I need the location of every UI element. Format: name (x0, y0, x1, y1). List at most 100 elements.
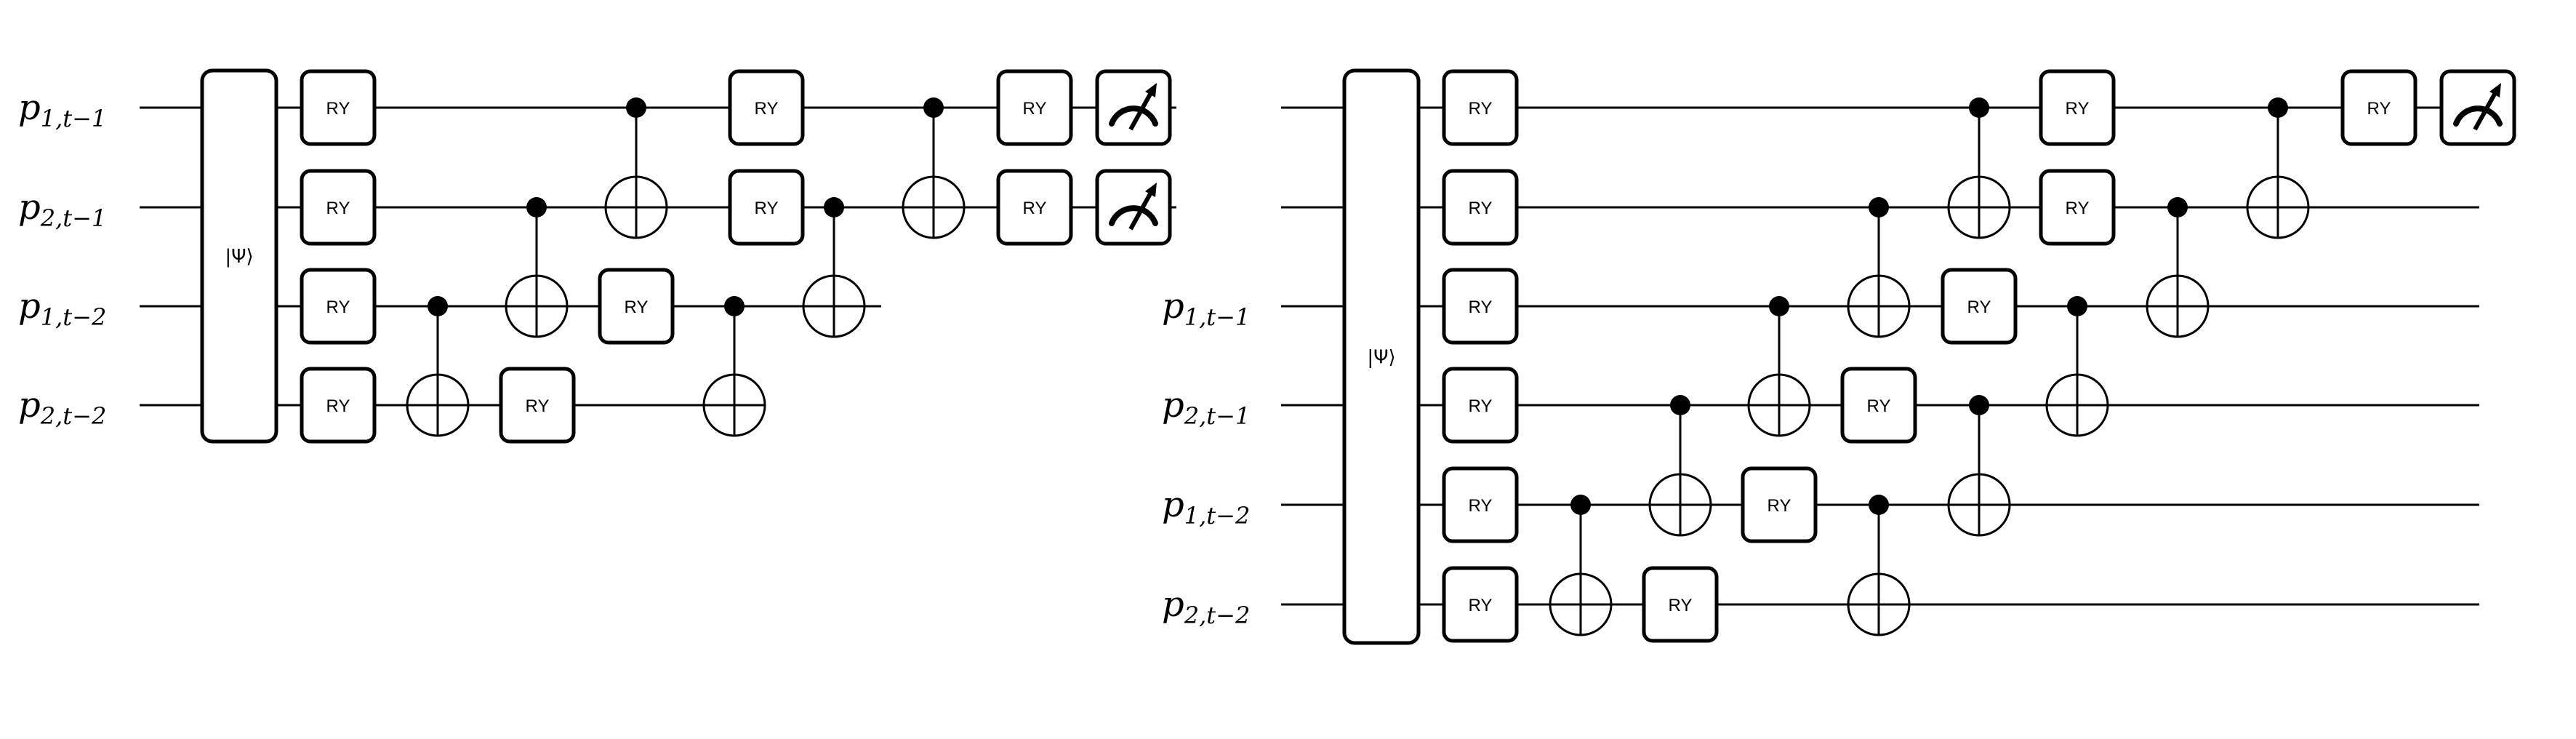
cnot-gate (1947, 97, 2011, 239)
ry-gate-box (499, 367, 576, 444)
ry-gate-box (1442, 566, 1519, 643)
ry-gate-box (1840, 367, 1917, 444)
ry-gate-label: RY (1469, 297, 1493, 317)
control-dot (2268, 97, 2288, 118)
ry-gate-label: RY (755, 199, 779, 218)
cnot-gate (702, 296, 766, 437)
control-dot (1670, 395, 1690, 415)
state-prep-box (200, 68, 278, 444)
ry-gate: RY (1442, 566, 1519, 643)
ry-gate-box (300, 169, 377, 246)
ry-gate: RY (2039, 69, 2116, 146)
ry-gate: RY (996, 169, 1073, 246)
state-prep-block: |Ψ⟩ (200, 68, 278, 444)
ry-gate-label: RY (1669, 596, 1693, 615)
ry-gate-box (1642, 566, 1719, 643)
control-dot (724, 296, 745, 316)
ry-gate-label: RY (326, 99, 350, 119)
circuit-left: p1,t−1 p2,t−1 p1,t−2 p2,t−2 |Ψ⟩ RY RY RY RY RY RY R… (18, 68, 1176, 444)
ry-gate: RY (1442, 466, 1519, 543)
ry-gate-label: RY (1967, 297, 1991, 317)
ry-gate: RY (1442, 169, 1519, 246)
cnot-gate (2246, 97, 2310, 239)
ry-gate-label: RY (625, 297, 649, 317)
ry-gate-box (1941, 268, 2018, 345)
ry-gate-label: RY (755, 99, 779, 119)
state-prep-block: |Ψ⟩ (1342, 68, 1421, 645)
wire-label: p1,t−1 (18, 87, 106, 132)
meter-needle-icon (1128, 188, 1155, 231)
cnot-gate (505, 197, 569, 338)
cnot-gate (1648, 395, 1712, 537)
ry-gate-label: RY (1768, 496, 1791, 516)
meter-arrow-icon (2489, 83, 2501, 97)
ry-gate-label: RY (326, 297, 350, 317)
cnot-gate (1847, 197, 1911, 338)
ry-gate-box (300, 69, 377, 146)
ry-gate: RY (1941, 268, 2018, 345)
meter-needle-icon (1128, 89, 1155, 131)
ry-gate: RY (728, 169, 805, 246)
ry-gate-label: RY (326, 396, 350, 416)
wire-label: p1,t−2 (18, 286, 106, 331)
ry-gate-label: RY (1469, 396, 1493, 416)
measurement-gate (1095, 69, 1172, 146)
ry-gate-box (728, 69, 805, 146)
state-prep-label: |Ψ⟩ (1367, 347, 1395, 369)
ry-gate-box (996, 169, 1073, 246)
ry-gate: RY (728, 69, 805, 146)
meter-arrow-icon (1145, 183, 1157, 197)
ry-gate-label: RY (1469, 496, 1493, 516)
control-dot (1869, 495, 1889, 515)
ry-gate-label: RY (1867, 396, 1891, 416)
ry-gate-label: RY (526, 396, 550, 416)
ry-gate: RY (300, 69, 377, 146)
ry-gate: RY (1442, 268, 1519, 345)
cnot-gate (406, 296, 470, 437)
ry-gate-box (728, 169, 805, 246)
control-dot (626, 97, 646, 118)
ry-gate-label: RY (2066, 199, 2090, 218)
ry-gate: RY (300, 169, 377, 246)
ry-gate: RY (598, 268, 675, 345)
control-dot (2067, 296, 2087, 316)
wire-label: p2,t−1 (1162, 385, 1250, 430)
ry-gate: RY (1442, 69, 1519, 146)
ry-gate-box (1442, 367, 1519, 444)
control-dot (526, 197, 547, 217)
ry-gate: RY (300, 268, 377, 345)
wire-label: p1,t−2 (1162, 484, 1250, 530)
ry-gate-box (300, 268, 377, 345)
cnot-gate (2146, 197, 2210, 338)
cnot-gate (802, 197, 866, 338)
ry-gate-label: RY (1469, 99, 1493, 119)
ry-gate: RY (499, 367, 576, 444)
measurement-gate (2439, 69, 2516, 146)
control-dot (1570, 495, 1591, 515)
cnot-gate (902, 97, 966, 239)
ry-gate-label: RY (326, 199, 350, 218)
state-prep-box (1342, 68, 1421, 645)
ry-gate: RY (300, 367, 377, 444)
control-dot (923, 97, 944, 118)
wire-label: p2,t−1 (18, 187, 106, 232)
ry-gate-box (2039, 169, 2116, 246)
ry-gate-box (300, 367, 377, 444)
ry-gate-box (598, 268, 675, 345)
ry-gate-label: RY (1023, 199, 1047, 218)
meter-arc-icon (1109, 105, 1158, 127)
control-dot (1769, 296, 1789, 316)
wire-label: p2,t−2 (18, 385, 106, 430)
ry-gate-label: RY (1023, 99, 1047, 119)
ry-gate-box (1442, 268, 1519, 345)
ry-gate-label: RY (1469, 596, 1493, 615)
cnot-gate (1549, 495, 1613, 636)
meter-needle-icon (2473, 89, 2499, 131)
cnot-gate (604, 97, 668, 239)
ry-gate: RY (2340, 69, 2417, 146)
measurement-gate (1095, 169, 1172, 246)
ry-gate: RY (1642, 566, 1719, 643)
meter-arrow-icon (1145, 83, 1157, 97)
control-dot (1969, 395, 1989, 415)
